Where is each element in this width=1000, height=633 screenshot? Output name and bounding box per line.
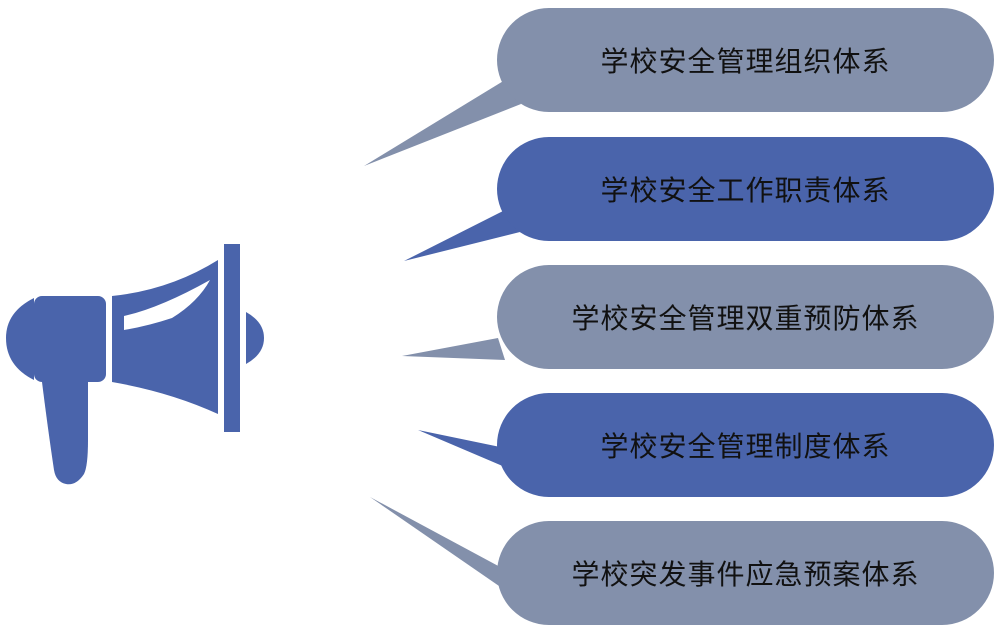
megaphone-body xyxy=(34,296,106,382)
bubble-label: 学校安全管理组织体系 xyxy=(600,45,891,78)
bubble-label: 学校安全管理制度体系 xyxy=(600,430,891,463)
megaphone-horn xyxy=(112,260,218,414)
megaphone-rim xyxy=(224,244,240,432)
megaphone-highlight xyxy=(124,280,210,330)
speech-bubble xyxy=(402,265,994,369)
bubble-label: 学校安全工作职责体系 xyxy=(600,174,891,207)
megaphone-front-cap xyxy=(246,312,264,364)
speech-bubble xyxy=(370,497,994,625)
bubble-tail xyxy=(402,338,505,360)
bubble-label: 学校突发事件应急预案体系 xyxy=(571,558,920,591)
bubble-label: 学校安全管理双重预防体系 xyxy=(571,302,920,335)
bubble-body xyxy=(497,393,994,497)
megaphone-handle xyxy=(42,382,88,485)
bubble-tail xyxy=(418,430,512,470)
speech-bubble xyxy=(404,137,994,261)
bubble-list xyxy=(364,8,994,625)
speech-bubble xyxy=(418,393,994,497)
bubble-body xyxy=(497,8,994,112)
speech-bubble xyxy=(364,8,994,166)
bubble-tail xyxy=(364,80,521,166)
bubble-tail xyxy=(370,497,512,595)
bubble-tail xyxy=(404,210,520,261)
bubble-body xyxy=(497,137,994,241)
megaphone-icon xyxy=(6,244,264,485)
bubble-body xyxy=(497,521,994,625)
megaphone-rear-cap xyxy=(6,298,34,380)
bubble-body xyxy=(497,265,994,369)
